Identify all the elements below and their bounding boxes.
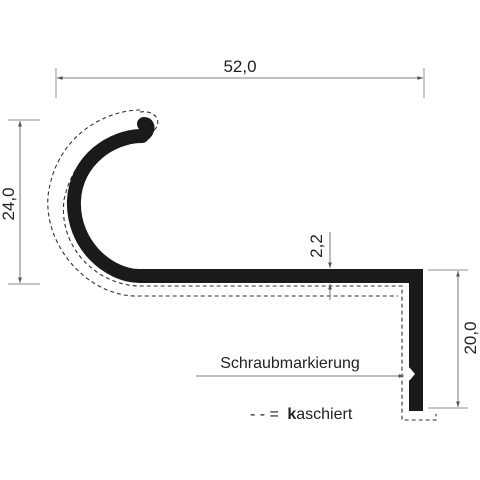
screw-notch: [408, 367, 415, 381]
screw-marking-label: Schraubmarkierung: [220, 355, 360, 372]
legend-bold-letter: k: [287, 406, 296, 423]
profile-vertical-leg: [409, 269, 423, 411]
dim-height-right-label: 20,0: [461, 321, 480, 354]
laminate-outline: [62, 111, 437, 421]
profile-hook-end: [133, 117, 155, 143]
dim-height-left-label: 24,0: [0, 187, 18, 220]
dim-thickness-label: 2,2: [307, 234, 326, 258]
legend-dashes: - - =: [250, 406, 279, 423]
aluminium-profile: [66, 129, 423, 283]
dim-width-label: 52,0: [223, 57, 256, 76]
laminate-outline-outer: [47, 109, 398, 297]
legend: - - = kaschiert: [250, 406, 353, 423]
legend-text: aschiert: [296, 406, 353, 423]
